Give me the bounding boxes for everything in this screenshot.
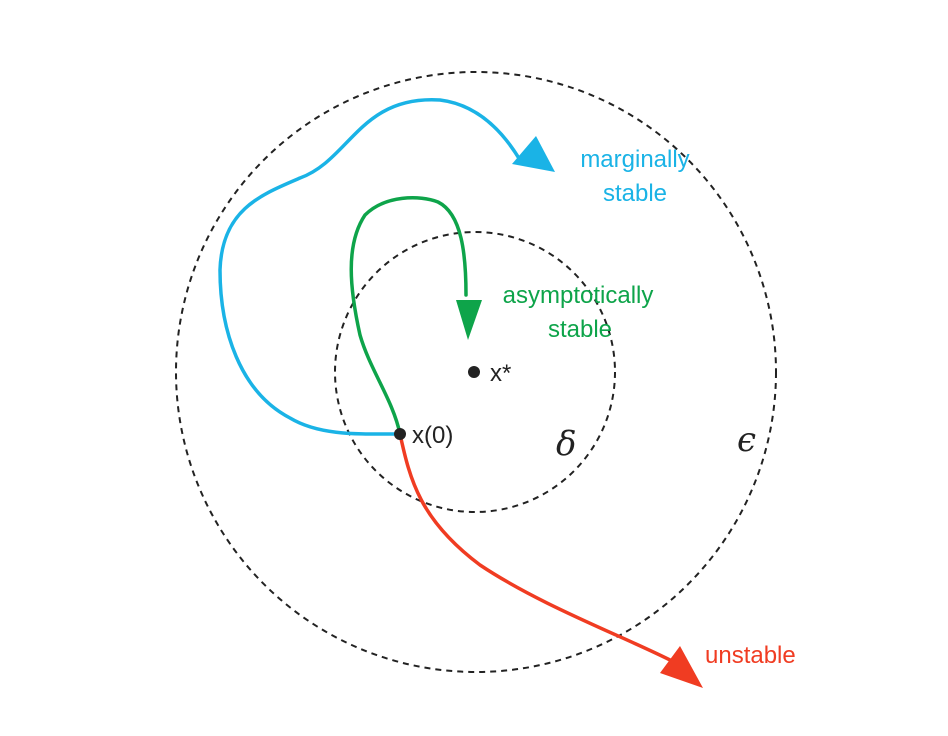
initial-point <box>394 428 406 440</box>
epsilon-circle <box>175 71 777 673</box>
marginal-arrowhead <box>512 136 555 172</box>
delta-circle <box>334 231 616 513</box>
delta-symbol: δ <box>556 424 576 464</box>
marginal-trajectory <box>218 98 522 436</box>
equilibrium-label: x* <box>490 360 511 387</box>
unstable-trajectory <box>398 432 672 662</box>
equilibrium-point <box>468 366 480 378</box>
asymptotic-arrowhead <box>456 300 482 340</box>
initial-label: x(0) <box>412 422 453 449</box>
asymptotic-trajectory <box>349 196 468 436</box>
epsilon-symbol: ϵ <box>737 420 756 460</box>
unstable-arrowhead <box>660 646 703 688</box>
asymptotic-label-line1: asymptotically <box>503 282 654 309</box>
asymptotic-label-line2: stable <box>548 316 612 343</box>
marginal-label-line2: stable <box>603 180 667 207</box>
unstable-label: unstable <box>705 642 796 669</box>
marginal-label-line1: marginally <box>580 146 689 173</box>
